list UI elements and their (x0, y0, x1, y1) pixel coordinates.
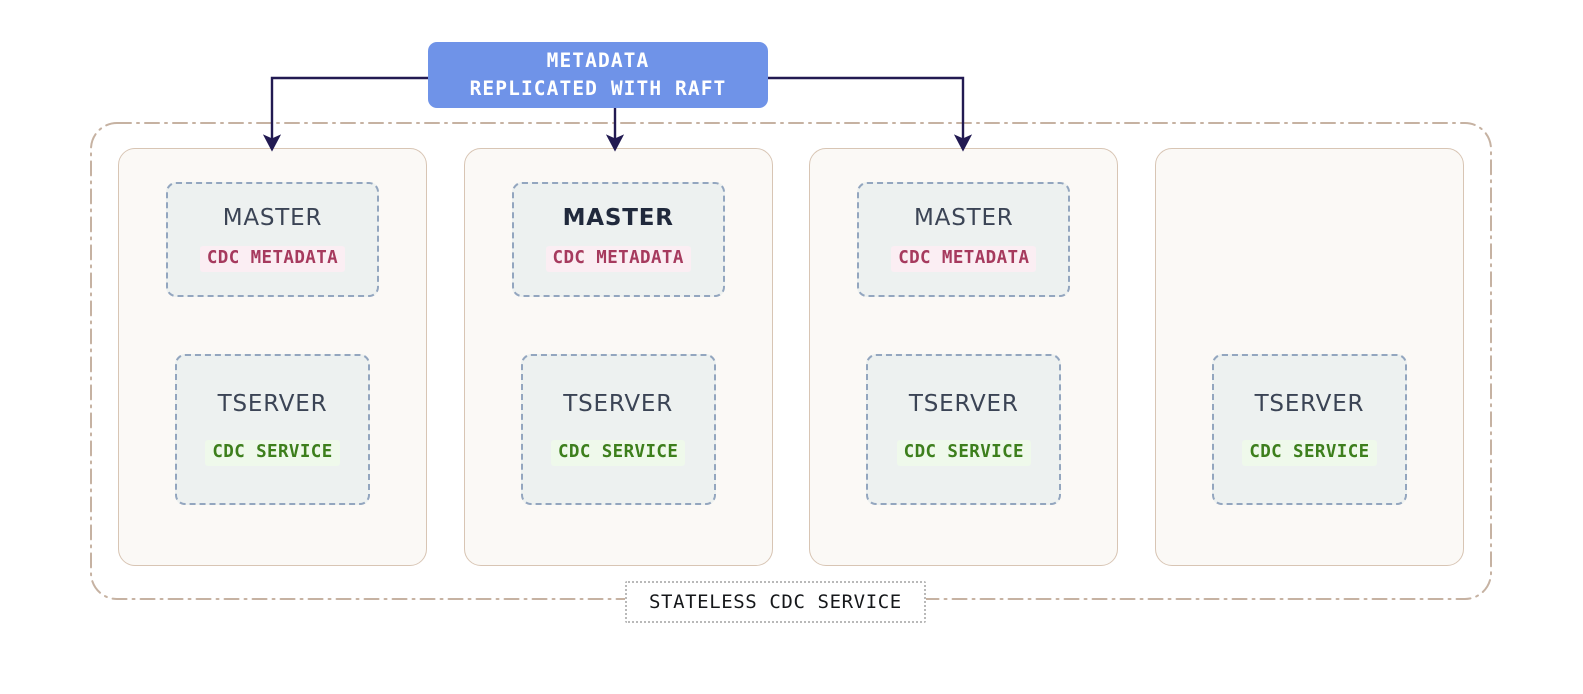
master-title-2: MASTER (562, 205, 674, 232)
connector-arrow-node-3 (768, 76, 973, 152)
master-title-1: MASTER (222, 205, 323, 232)
tserver-title-1: TSERVER (217, 391, 328, 418)
master-title-3: MASTER (914, 205, 1014, 232)
master-component-1[interactable]: MASTER CDC METADATA (166, 182, 379, 297)
node-card-2[interactable]: MASTER CDC METADATA TSERVER CDC SERVICE (463, 148, 773, 566)
tserver-component-2[interactable]: TSERVER CDC SERVICE (520, 354, 716, 505)
tserver-component-4[interactable]: TSERVER CDC SERVICE (1211, 354, 1407, 505)
cdc-metadata-tag-2: CDC METADATA (545, 246, 691, 272)
connector-arrow-node-1 (262, 76, 428, 152)
cdc-service-tag-1: CDC SERVICE (205, 440, 340, 466)
node-card-1[interactable]: MASTER CDC METADATA TSERVER CDC SERVICE (118, 148, 427, 566)
tserver-component-3[interactable]: TSERVER CDC SERVICE (866, 354, 1062, 505)
tserver-component-1[interactable]: TSERVER CDC SERVICE (175, 354, 370, 505)
cdc-service-tag-2: CDC SERVICE (551, 440, 686, 466)
cluster-caption: STATELESS CDC SERVICE (625, 581, 926, 623)
cdc-metadata-tag-3: CDC METADATA (891, 246, 1037, 272)
tserver-title-3: TSERVER (908, 391, 1019, 418)
master-component-3[interactable]: MASTER CDC METADATA (857, 182, 1071, 297)
tserver-title-2: TSERVER (563, 391, 674, 418)
master-component-2[interactable]: MASTER CDC METADATA (511, 182, 725, 297)
tserver-title-4: TSERVER (1254, 391, 1365, 418)
node-card-4[interactable]: TSERVER CDC SERVICE (1154, 148, 1464, 566)
cdc-service-tag-4: CDC SERVICE (1242, 440, 1377, 466)
cdc-metadata-tag-1: CDC METADATA (199, 246, 346, 272)
cluster-caption-label: STATELESS CDC SERVICE (649, 591, 902, 613)
cdc-service-tag-3: CDC SERVICE (896, 440, 1031, 466)
metadata-raft-box[interactable]: METADATA REPLICATED WITH RAFT (428, 42, 768, 108)
metadata-box-line-1: METADATA (546, 49, 650, 73)
node-cards-row: MASTER CDC METADATA TSERVER CDC SERVICE … (118, 148, 1464, 568)
node-card-3[interactable]: MASTER CDC METADATA TSERVER CDC SERVICE (809, 148, 1119, 566)
metadata-box-line-2: REPLICATED WITH RAFT (469, 77, 727, 100)
